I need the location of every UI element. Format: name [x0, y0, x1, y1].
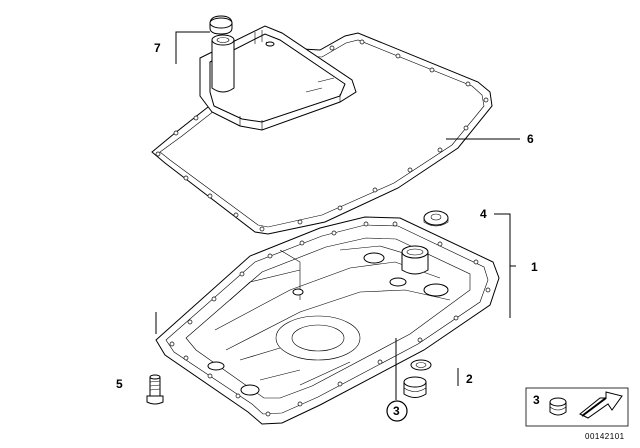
callout-6: 6 [527, 132, 534, 146]
drain-plug-seal [410, 359, 432, 371]
callout-3-circled: 3 [386, 400, 408, 422]
oil-pan [155, 216, 500, 425]
pan-bolt [146, 374, 164, 405]
legend-box: 3 [525, 387, 629, 427]
pan-bolt-holes [169, 221, 491, 417]
leader-lines [155, 31, 520, 400]
callout-4: 4 [480, 207, 487, 221]
diagram-reference-number: 00142101 [585, 432, 625, 441]
fill-plug-seal [423, 210, 449, 227]
transmission-filter [199, 25, 357, 131]
callout-5: 5 [116, 377, 123, 391]
callout-2: 2 [466, 372, 473, 386]
drain-screw-plug [403, 376, 427, 398]
legend-screw-plug-icon [549, 397, 567, 416]
callout-7: 7 [154, 41, 161, 55]
legend-callout-3: 3 [533, 393, 540, 407]
callout-1: 1 [531, 260, 538, 274]
filter-o-ring [209, 15, 233, 35]
callout-3-circled-label: 3 [393, 404, 400, 418]
filter-suction-tube [211, 39, 235, 93]
oil-fill-neck [401, 245, 429, 275]
legend-arrow-icon [579, 391, 623, 419]
